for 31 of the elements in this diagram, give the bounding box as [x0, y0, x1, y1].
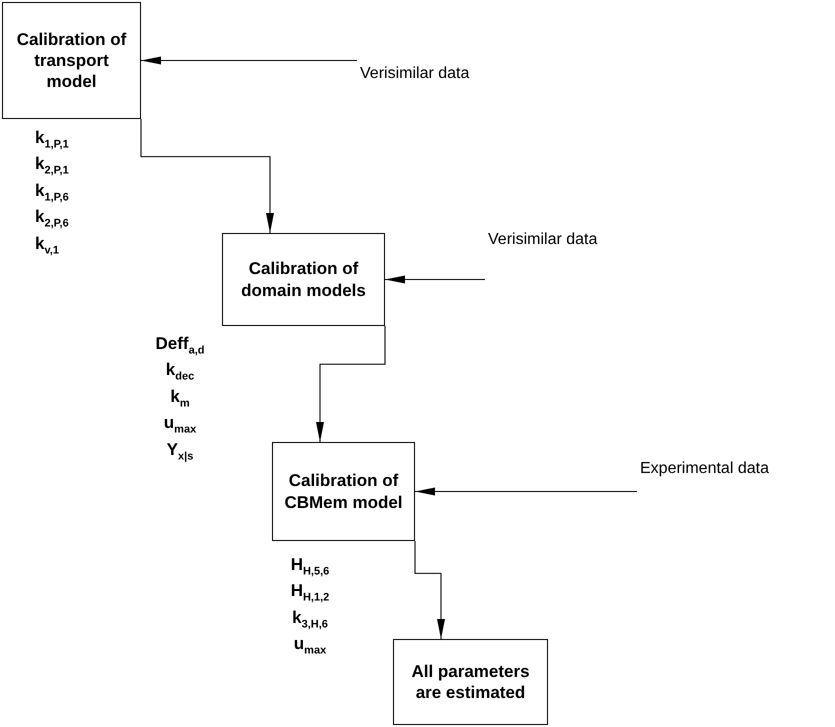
box-title: Calibration of CBMem model	[283, 470, 404, 513]
parameter-label: k$_{1,P,1}$	[35, 128, 69, 152]
parameter-label: k$_{2,P,1}$	[35, 154, 69, 179]
arrow	[414, 540, 445, 640]
process-box	[272, 442, 415, 541]
process-box	[222, 233, 385, 326]
input-text: Verisimilar data	[488, 231, 598, 249]
parameter-label: u$_{max}$	[292, 634, 328, 659]
parameter-label: H$_{H,5,6}$	[290, 555, 330, 580]
arrow	[140, 56, 358, 64]
box-title: Calibration of domain models	[240, 258, 367, 301]
arrow	[414, 488, 638, 496]
parameter-label: H$_{H,1,2}$	[290, 581, 330, 606]
parameter-label: u$_{max}$	[162, 413, 198, 438]
arrow	[384, 276, 486, 284]
parameter-label: k$_{m}$	[169, 386, 191, 412]
parameter-label: k$_{2,P,6}$	[35, 207, 69, 232]
process-box	[2, 2, 141, 119]
parameter-label: k$_{1,P,6}$	[35, 180, 69, 206]
arrow	[316, 326, 386, 442]
parameter-label: Deff$_{a,d}$	[154, 334, 206, 358]
input-text: Experimental data	[640, 460, 769, 478]
parameter-label: k$_{dec}$	[164, 360, 196, 385]
process-box	[393, 639, 548, 725]
parameter-label: k$_{3,H,6}$	[291, 608, 329, 632]
parameter-label: k$_{v,1}$	[35, 234, 60, 258]
box-title: Calibration of transport model	[16, 28, 128, 92]
parameter-label: Y$_{x|s}$	[166, 440, 194, 464]
box-title: All parameters are estimated	[410, 660, 531, 704]
input-text: Verisimilar data	[360, 65, 470, 83]
arrow	[140, 118, 274, 234]
